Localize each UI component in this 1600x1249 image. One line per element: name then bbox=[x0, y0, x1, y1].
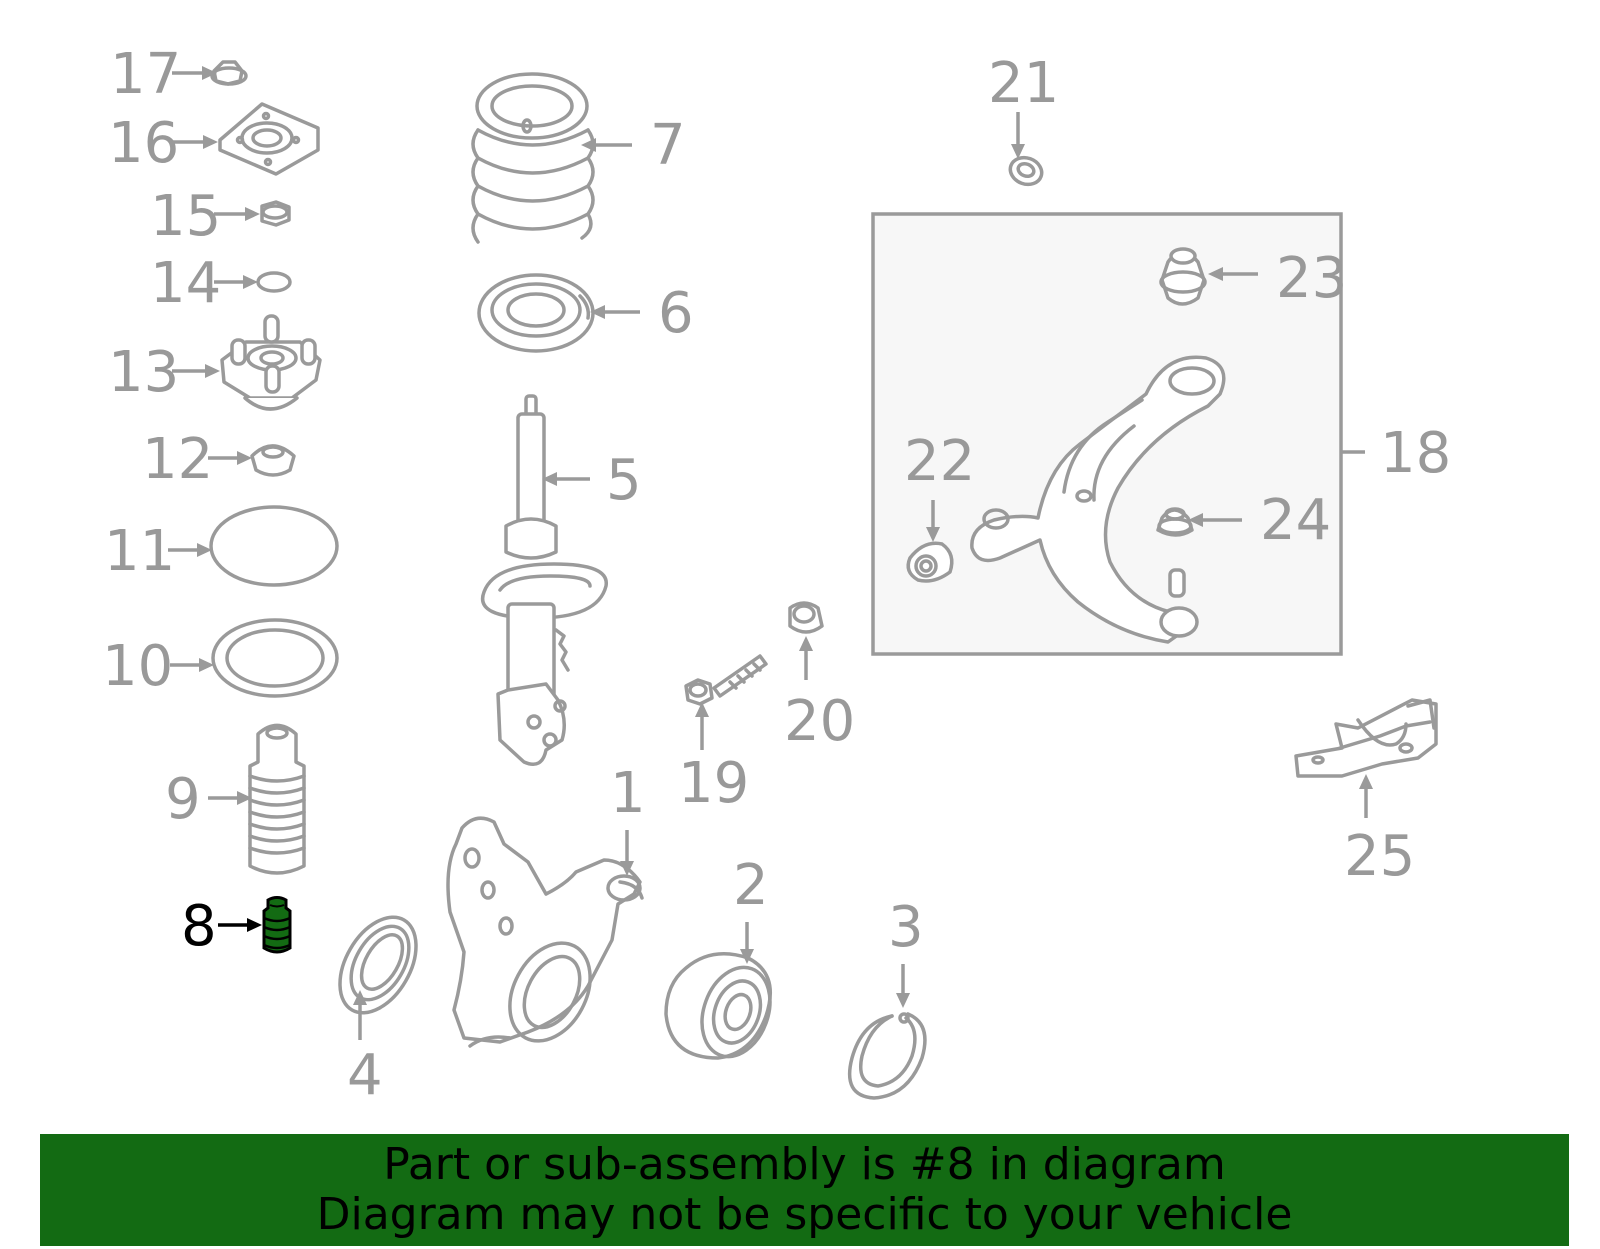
part-5-strut[interactable] bbox=[480, 394, 608, 766]
label-23: 23 bbox=[1276, 246, 1347, 311]
part-12-cup[interactable] bbox=[250, 444, 296, 477]
part-10-insulator[interactable] bbox=[211, 618, 339, 698]
notice-banner: Part or sub-assembly is #8 in diagram Di… bbox=[40, 1134, 1569, 1246]
part-20-bushing[interactable] bbox=[788, 601, 824, 634]
part-9-dust-boot[interactable] bbox=[248, 723, 306, 875]
part-25-bracket[interactable] bbox=[1294, 698, 1438, 778]
label-15: 15 bbox=[150, 184, 221, 249]
label-18: 18 bbox=[1380, 421, 1451, 486]
label-19: 19 bbox=[678, 751, 749, 816]
part-6-spring-seat[interactable] bbox=[477, 273, 595, 353]
banner-line-1: Part or sub-assembly is #8 in diagram bbox=[383, 1139, 1226, 1190]
label-6: 6 bbox=[658, 281, 694, 346]
label-12: 12 bbox=[142, 427, 213, 492]
part-11-large-ring[interactable] bbox=[209, 505, 339, 587]
label-16: 16 bbox=[108, 111, 179, 176]
banner-line-2: Diagram may not be specific to your vehi… bbox=[316, 1189, 1293, 1240]
part-3-snap-ring[interactable] bbox=[847, 1012, 927, 1100]
part-8-bump-stop[interactable] bbox=[262, 896, 292, 954]
part-19-bolt[interactable] bbox=[684, 654, 768, 706]
label-17: 17 bbox=[110, 42, 181, 107]
part-16-mount-plate[interactable] bbox=[218, 102, 320, 176]
part-17-nut[interactable] bbox=[210, 60, 248, 86]
label-2: 2 bbox=[733, 853, 769, 918]
part-23-bushing[interactable] bbox=[1159, 247, 1207, 306]
part-13-strut-mount[interactable] bbox=[220, 314, 322, 411]
label-10: 10 bbox=[102, 634, 173, 699]
part-1-knuckle[interactable] bbox=[446, 816, 644, 1055]
label-7: 7 bbox=[650, 113, 686, 178]
label-8: 8 bbox=[181, 894, 217, 959]
part-24-bushing[interactable] bbox=[1156, 507, 1194, 537]
part-22-bushing[interactable] bbox=[906, 541, 954, 583]
label-25: 25 bbox=[1344, 824, 1415, 889]
label-9: 9 bbox=[165, 767, 201, 832]
label-13: 13 bbox=[108, 340, 179, 405]
label-11: 11 bbox=[104, 519, 175, 584]
label-22: 22 bbox=[904, 429, 975, 494]
label-4: 4 bbox=[347, 1043, 383, 1108]
label-24: 24 bbox=[1260, 488, 1331, 553]
part-14-seal-ring[interactable] bbox=[256, 271, 292, 293]
part-7-coil-spring[interactable] bbox=[471, 72, 595, 244]
part-4-oil-seal[interactable] bbox=[324, 904, 431, 1026]
part-2-wheel-bearing[interactable] bbox=[664, 952, 782, 1066]
label-14: 14 bbox=[150, 251, 221, 316]
label-20: 20 bbox=[784, 689, 855, 754]
part-21-washer[interactable] bbox=[1007, 153, 1046, 188]
part-15-nut[interactable] bbox=[260, 200, 291, 227]
part-18-control-arm-assembly[interactable] bbox=[871, 212, 1365, 656]
label-3: 3 bbox=[888, 895, 924, 960]
label-1: 1 bbox=[610, 761, 646, 826]
label-5: 5 bbox=[606, 448, 642, 513]
label-21: 21 bbox=[988, 51, 1059, 116]
